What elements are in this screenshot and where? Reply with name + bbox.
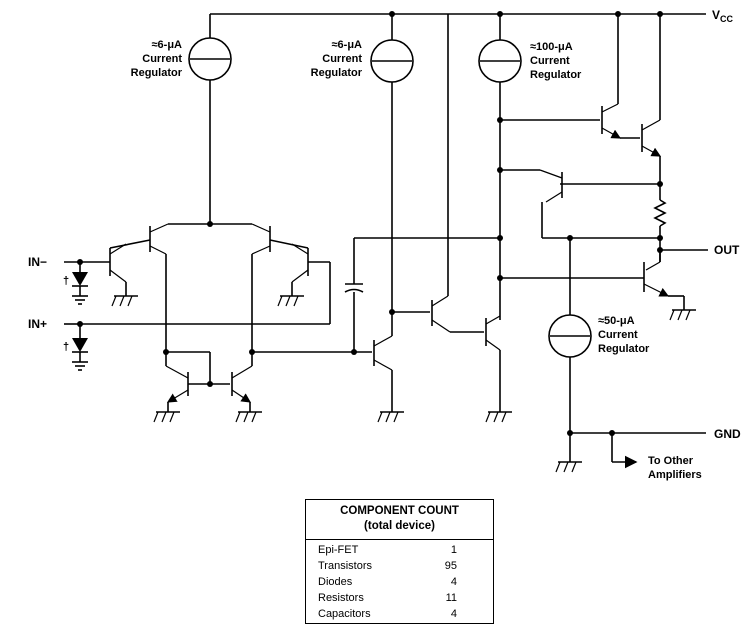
current-regulator-2 [370,14,414,312]
vcc-label: VCC [712,8,734,24]
component-count-subtitle: (total device) [364,520,435,532]
regulator-4-line1: Current [598,329,638,341]
dagger-2: † [63,341,69,353]
regulator-3-line2: Regulator [530,69,582,81]
regulator-2-line2: Regulator [311,67,363,79]
current-mirror [153,349,262,423]
in-minus-input [64,259,110,305]
regulator-1-line1: Current [142,53,182,65]
regulator-3-value: ≈100-μA [530,41,573,53]
current-regulator-1 [188,14,232,224]
regulator-1-line2: Regulator [131,67,183,79]
gnd-rail [555,430,706,473]
gnd-label: GND [714,427,741,441]
in-minus-label: IN− [28,255,47,269]
regulator-2-value: ≈6-μA [332,39,363,51]
to-other-amplifiers-line1: To Other [648,455,694,467]
in-plus-input [64,321,88,371]
component-count-title: COMPONENT COUNT [340,505,459,517]
limit-transistor [500,169,660,241]
output-sink-transistor [500,250,696,321]
out-label: OUT [714,243,740,257]
regulator-1-value: ≈6-μA [152,39,183,51]
input-stage [80,221,331,355]
regulator-3-line1: Current [530,55,570,67]
to-other-amplifiers-line2: Amplifiers [648,469,702,481]
regulator-4-line2: Regulator [598,343,650,355]
vcc-rail [210,11,706,17]
output-darlington [500,14,708,262]
regulator-2-line1: Current [322,53,362,65]
component-count-header: COMPONENT COUNT (total device) [306,500,493,540]
in-plus-label: IN+ [28,317,47,331]
current-regulator-4 [548,238,592,433]
gain-stage [252,14,512,423]
regulator-4-value: ≈50-μA [598,315,635,327]
current-regulator-3 [478,14,522,320]
dagger-1: † [63,275,69,287]
